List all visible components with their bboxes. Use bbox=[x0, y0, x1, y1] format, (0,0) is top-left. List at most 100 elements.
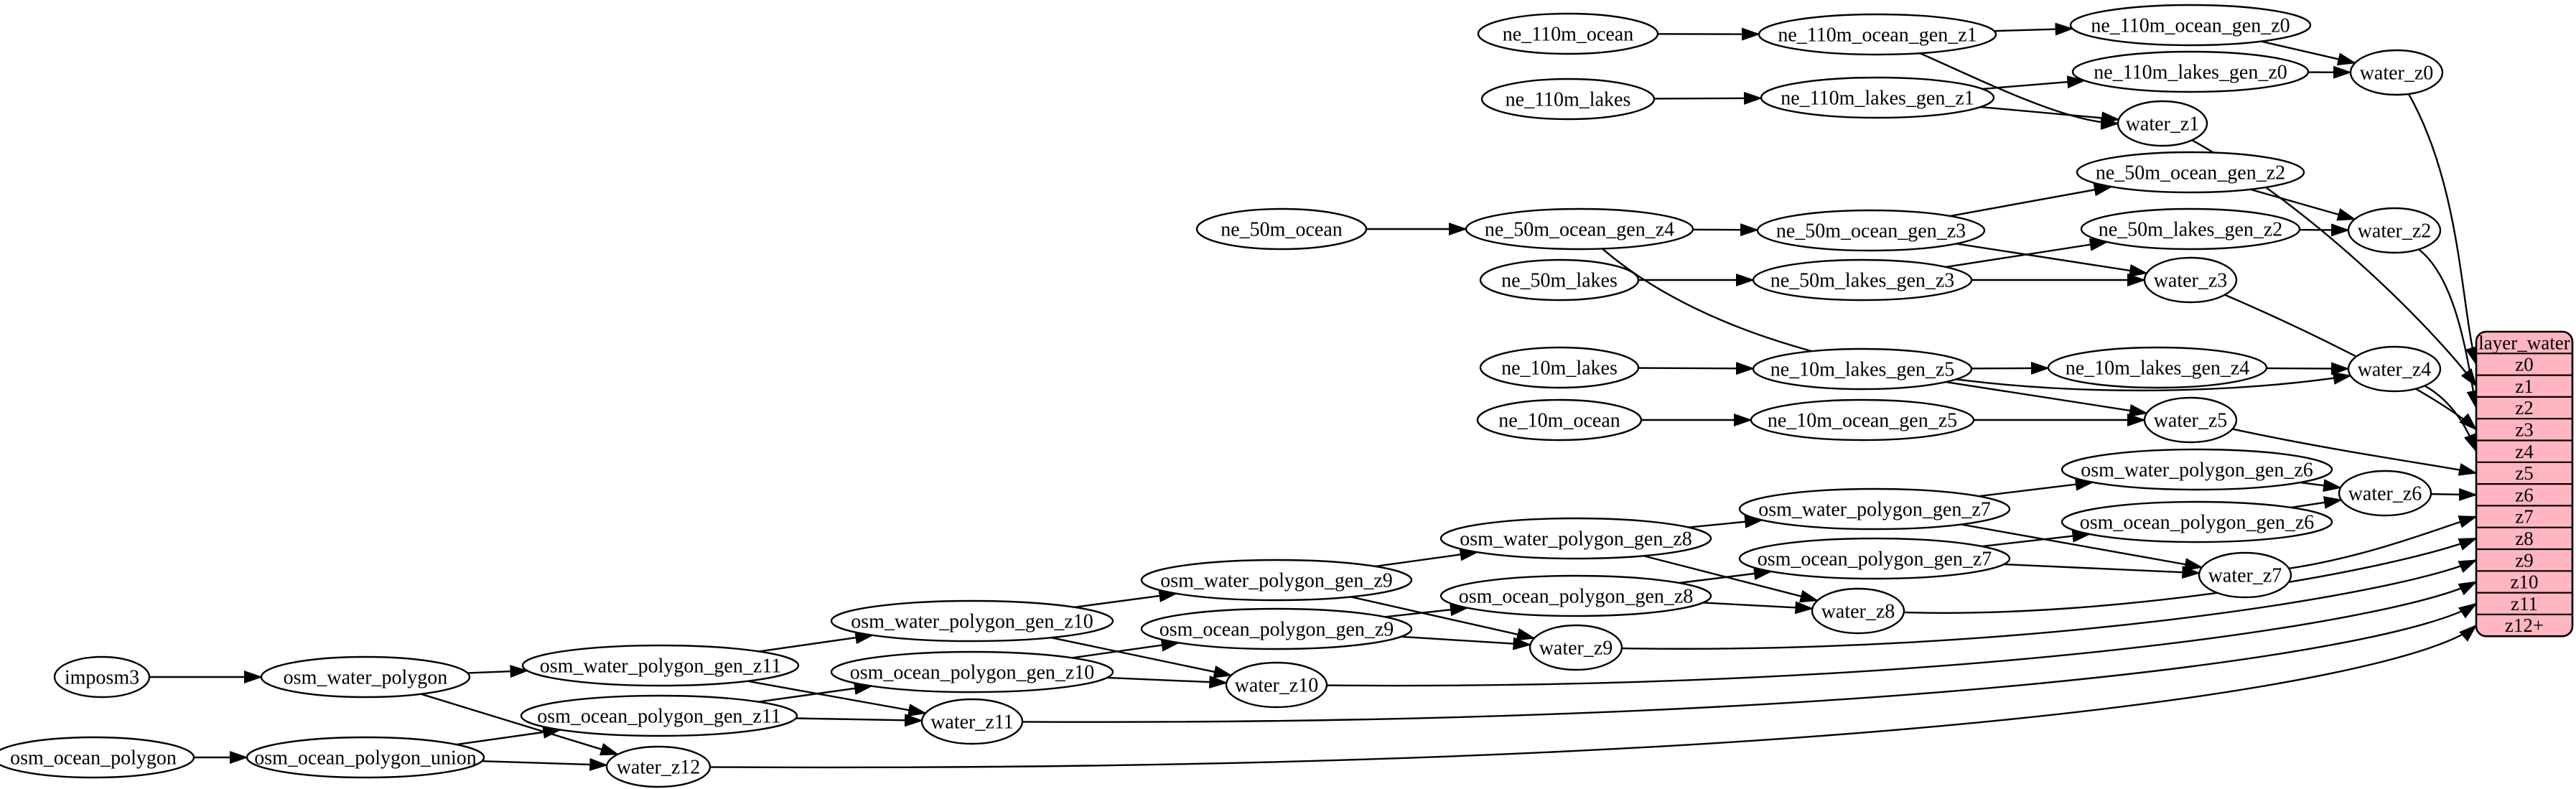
node-ellipse-osm_water_polygon_gen_z9 bbox=[1140, 559, 1413, 602]
table-row-z4: z4 bbox=[2515, 441, 2534, 462]
node-ellipse-osm_water_polygon_gen_z6 bbox=[2061, 448, 2333, 491]
table-row-z1: z1 bbox=[2515, 375, 2533, 397]
edge-water_z10-to-row-z10 bbox=[1326, 581, 2478, 687]
edge-water_z6-to-row-z6 bbox=[2430, 487, 2478, 501]
node-ellipse-water_z0 bbox=[2349, 49, 2444, 96]
edge-ne_50m_ocean_gen_z3-to-ne_50m_ocean_gen_z2 bbox=[1950, 183, 2113, 218]
edge-osm_ocean_polygon_gen_z11-to-osm_ocean_polygon_gen_z10 bbox=[758, 682, 873, 703]
edge-osm_ocean_polygon_gen_z11-to-water_z11 bbox=[795, 714, 924, 727]
edge-osm_water_polygon_gen_z10-to-water_z10 bbox=[1051, 636, 1233, 678]
edge-ne_50m_ocean_gen_z2-to-water_z2 bbox=[2250, 188, 2356, 221]
node-ellipse-ne_110m_lakes_gen_z1 bbox=[1760, 76, 1995, 119]
node-ellipse-ne_50m_ocean_gen_z2 bbox=[2076, 151, 2305, 194]
edge-water_z0-to-row-z0 bbox=[2407, 93, 2478, 366]
node-ne_50m_ocean_gen_z4: ne_50m_ocean_gen_z4 bbox=[1465, 207, 1694, 251]
node-ne_10m_ocean_gen_z5: ne_10m_ocean_gen_z5 bbox=[1750, 398, 1975, 442]
edge-ne_110m_lakes_gen_z1-to-water_z1 bbox=[1980, 106, 2120, 125]
edge-ne_50m_ocean_gen_z3-to-water_z3 bbox=[1956, 243, 2149, 277]
node-ellipse-ne_50m_lakes_gen_z2 bbox=[2080, 207, 2301, 251]
node-ne_50m_ocean_gen_z3: ne_50m_ocean_gen_z3 bbox=[1756, 209, 1986, 252]
node-water_z11: water_z11 bbox=[920, 698, 1024, 745]
node-label-ne_50m_ocean: ne_50m_ocean bbox=[1221, 219, 1343, 241]
node-osm_ocean_polygon_gen_z8: osm_ocean_polygon_gen_z8 bbox=[1439, 574, 1712, 617]
node-imposm3: imposm3 bbox=[53, 655, 151, 699]
node-label-osm_ocean_polygon_gen_z7: osm_ocean_polygon_gen_z7 bbox=[1758, 548, 1992, 571]
node-label-osm_ocean_polygon_gen_z9: osm_ocean_polygon_gen_z9 bbox=[1159, 619, 1394, 641]
node-ellipse-ne_50m_ocean bbox=[1195, 207, 1368, 251]
node-osm_ocean_polygon: osm_ocean_polygon bbox=[0, 736, 195, 779]
node-osm_ocean_polygon_gen_z7: osm_ocean_polygon_gen_z7 bbox=[1738, 537, 2011, 580]
node-ellipse-ne_10m_lakes_gen_z4 bbox=[2047, 346, 2268, 389]
node-ne_110m_ocean: ne_110m_ocean bbox=[1477, 12, 1659, 55]
edge-osm_ocean_polygon_gen_z6-to-water_z6 bbox=[2291, 496, 2343, 509]
edge-osm_water_polygon_gen_z10-to-osm_water_polygon_gen_z9 bbox=[1074, 589, 1178, 609]
edge-osm_ocean_polygon_gen_z8-to-osm_ocean_polygon_gen_z7 bbox=[1679, 567, 1773, 584]
edge-ne_110m_lakes_gen_z1-to-ne_110m_lakes_gen_z0 bbox=[1982, 75, 2086, 90]
node-label-water_z10: water_z10 bbox=[1235, 675, 1319, 697]
node-ellipse-osm_ocean_polygon_gen_z11 bbox=[520, 694, 798, 737]
node-water_z8: water_z8 bbox=[1811, 587, 1905, 635]
node-label-ne_50m_ocean_gen_z3: ne_50m_ocean_gen_z3 bbox=[1776, 220, 1966, 243]
node-label-osm_ocean_polygon_union: osm_ocean_polygon_union bbox=[254, 747, 477, 770]
node-ne_110m_lakes_gen_z1: ne_110m_lakes_gen_z1 bbox=[1760, 76, 1995, 119]
edge-osm_ocean_polygon_gen_z7-to-osm_ocean_polygon_gen_z6 bbox=[1982, 529, 2091, 548]
node-ellipse-water_z12 bbox=[605, 745, 711, 788]
edge-osm_water_polygon_gen_z7-to-osm_water_polygon_gen_z6 bbox=[1979, 477, 2094, 498]
node-ellipse-ne_110m_lakes bbox=[1480, 78, 1656, 121]
node-label-imposm3: imposm3 bbox=[65, 667, 139, 689]
edge-osm_water_polygon-to-water_z12 bbox=[420, 693, 620, 756]
node-label-water_z0: water_z0 bbox=[2360, 62, 2434, 85]
node-label-ne_10m_lakes_gen_z4: ne_10m_lakes_gen_z4 bbox=[2066, 358, 2250, 380]
node-label-osm_ocean_polygon_gen_z11: osm_ocean_polygon_gen_z11 bbox=[537, 706, 781, 728]
node-ellipse-osm_ocean_polygon_gen_z8 bbox=[1439, 574, 1712, 617]
table-row-z5: z5 bbox=[2515, 462, 2533, 484]
node-osm_ocean_polygon_gen_z10: osm_ocean_polygon_gen_z10 bbox=[830, 650, 1114, 694]
edge-osm_ocean_polygon_union-to-osm_ocean_polygon_gen_z11 bbox=[456, 725, 562, 746]
node-label-osm_ocean_polygon_gen_z6: osm_ocean_polygon_gen_z6 bbox=[2080, 512, 2315, 534]
node-label-osm_ocean_polygon_gen_z10: osm_ocean_polygon_gen_z10 bbox=[850, 662, 1095, 684]
node-ellipse-water_z7 bbox=[2198, 551, 2292, 599]
edge-osm_ocean_polygon_gen_z10-to-water_z10 bbox=[1106, 676, 1228, 689]
node-label-ne_110m_ocean: ne_110m_ocean bbox=[1503, 24, 1633, 46]
node-label-osm_ocean_polygon: osm_ocean_polygon bbox=[10, 747, 177, 770]
node-ellipse-ne_10m_ocean_gen_z5 bbox=[1750, 398, 1975, 442]
node-ellipse-water_z5 bbox=[2143, 396, 2238, 444]
node-osm_water_polygon_gen_z8: osm_water_polygon_gen_z8 bbox=[1439, 517, 1712, 560]
node-ellipse-ne_50m_lakes_gen_z3 bbox=[1752, 258, 1973, 302]
node-label-osm_water_polygon_gen_z6: osm_water_polygon_gen_z6 bbox=[2081, 459, 2313, 482]
node-ellipse-ne_10m_lakes bbox=[1479, 346, 1640, 389]
edge-osm_ocean_polygon_gen_z7-to-water_z7 bbox=[2004, 563, 2201, 579]
node-label-osm_water_polygon_gen_z9: osm_water_polygon_gen_z9 bbox=[1160, 570, 1393, 592]
node-ne_10m_ocean: ne_10m_ocean bbox=[1476, 398, 1643, 442]
node-ellipse-ne_110m_ocean_gen_z0 bbox=[2069, 4, 2312, 47]
node-water_z4: water_z4 bbox=[2347, 345, 2442, 393]
node-ellipse-ne_10m_lakes_gen_z5 bbox=[1752, 347, 1973, 391]
node-label-ne_50m_lakes: ne_50m_lakes bbox=[1501, 270, 1618, 292]
node-osm_ocean_polygon_union: osm_ocean_polygon_union bbox=[246, 736, 485, 779]
node-ellipse-osm_ocean_polygon_gen_z7 bbox=[1738, 537, 2011, 580]
node-label-water_z6: water_z6 bbox=[2348, 483, 2422, 505]
edge-ne_10m_lakes_gen_z4-to-water_z4 bbox=[2266, 362, 2351, 375]
node-label-ne_10m_ocean: ne_10m_ocean bbox=[1498, 410, 1620, 432]
edge-osm_ocean_polygon_union-to-water_z12 bbox=[482, 757, 609, 771]
node-ellipse-water_z10 bbox=[1225, 661, 1328, 709]
node-ne_10m_lakes_gen_z4: ne_10m_lakes_gen_z4 bbox=[2047, 346, 2268, 389]
node-label-ne_50m_lakes_gen_z3: ne_50m_lakes_gen_z3 bbox=[1770, 270, 1955, 292]
node-ne_110m_ocean_gen_z1: ne_110m_ocean_gen_z1 bbox=[1758, 13, 1997, 56]
node-ne_110m_lakes: ne_110m_lakes bbox=[1480, 78, 1656, 121]
table-row-z9: z9 bbox=[2515, 549, 2533, 571]
node-ellipse-water_z8 bbox=[1811, 587, 1905, 635]
edge-water_z12-to-row-z12+ bbox=[709, 624, 2478, 769]
node-water_z10: water_z10 bbox=[1225, 661, 1328, 709]
node-ne_50m_lakes_gen_z2: ne_50m_lakes_gen_z2 bbox=[2080, 207, 2301, 251]
node-ellipse-imposm3 bbox=[53, 655, 151, 699]
node-label-ne_110m_lakes: ne_110m_lakes bbox=[1506, 89, 1631, 111]
edge-water_z11-to-row-z11 bbox=[1022, 602, 2478, 723]
node-ellipse-osm_ocean_polygon bbox=[0, 736, 195, 779]
node-water_z12: water_z12 bbox=[605, 745, 711, 788]
node-ellipse-ne_50m_ocean_gen_z4 bbox=[1465, 207, 1694, 251]
table-row-z3: z3 bbox=[2515, 419, 2533, 441]
node-ne_110m_lakes_gen_z0: ne_110m_lakes_gen_z0 bbox=[2071, 50, 2310, 93]
edge-osm_water_polygon_gen_z6-to-water_z6 bbox=[2300, 479, 2343, 492]
